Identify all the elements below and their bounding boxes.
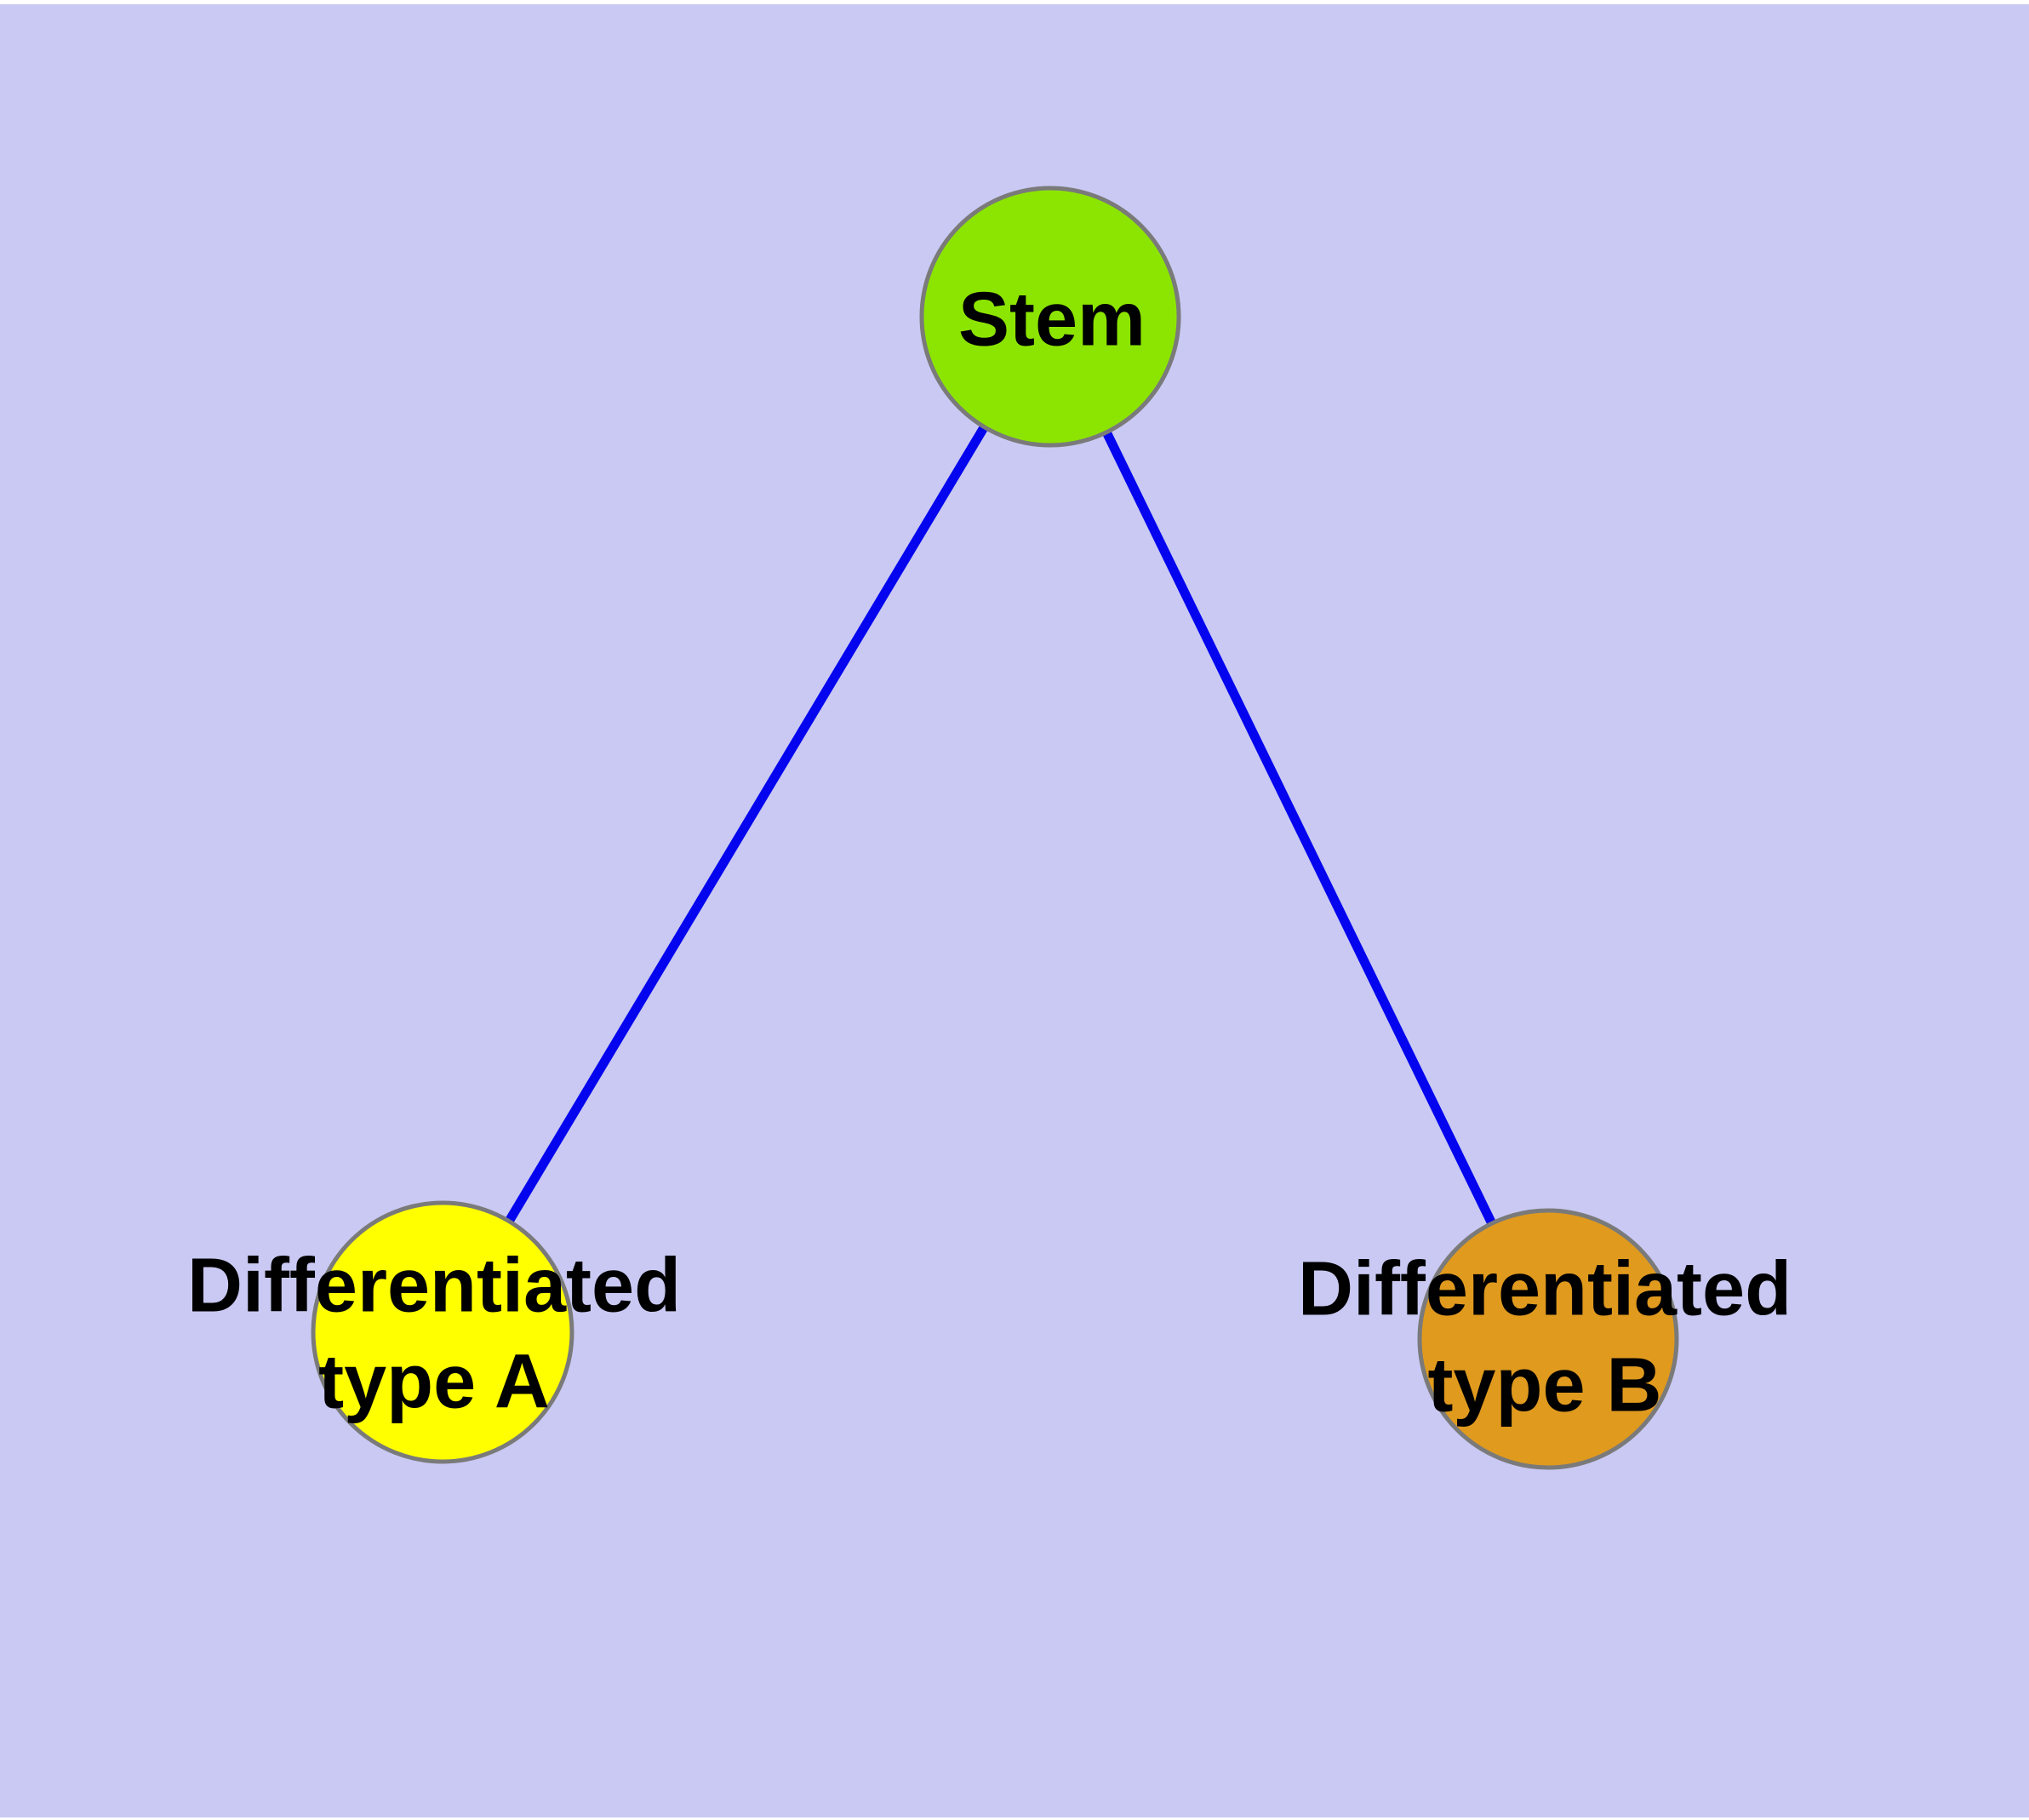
graph-svg xyxy=(311,186,1679,1470)
edge-stem-to-type-b xyxy=(1046,314,1552,1342)
edge-stem-to-type-a xyxy=(438,314,1055,1335)
node-differentiated-type-a xyxy=(311,1200,574,1464)
node-stem xyxy=(919,186,1181,448)
node-differentiated-type-b xyxy=(1417,1208,1679,1470)
